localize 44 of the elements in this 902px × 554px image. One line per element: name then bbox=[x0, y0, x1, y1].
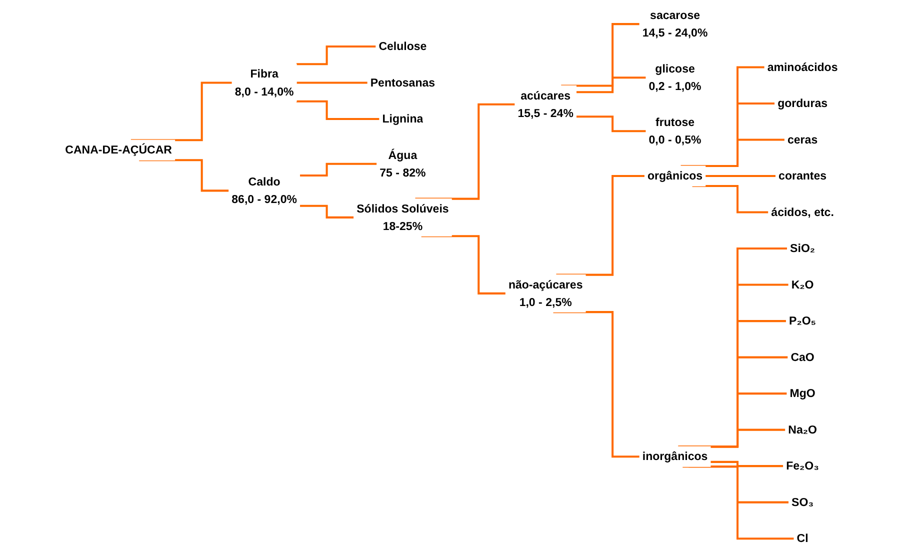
node-text: Fe₂O₃ bbox=[786, 459, 819, 472]
connector bbox=[680, 66, 766, 168]
connector bbox=[414, 103, 516, 200]
connector bbox=[560, 23, 640, 87]
node-text: ácidos, etc. bbox=[770, 206, 834, 219]
node-text: K₂O bbox=[790, 278, 814, 292]
node-text: CaO bbox=[790, 350, 814, 364]
connector bbox=[710, 460, 784, 468]
connector bbox=[552, 311, 640, 458]
node-text: sacarose 14,5 - 24,0% bbox=[642, 8, 708, 39]
node-text: Fibra 8,0 - 14,0% bbox=[234, 68, 294, 98]
node-text: MgO bbox=[789, 386, 815, 400]
node-text: Lignina bbox=[382, 112, 423, 126]
connector bbox=[678, 248, 788, 448]
node-text: gorduras bbox=[777, 96, 828, 110]
node-text: Celulose bbox=[378, 40, 426, 53]
connector bbox=[704, 175, 776, 178]
node-text: P₂O₅ bbox=[788, 314, 816, 328]
node-text: Na₂O bbox=[788, 423, 816, 436]
node-text: SiO₂ bbox=[790, 242, 815, 255]
connector bbox=[682, 466, 795, 540]
node-text: SO₃ bbox=[791, 496, 814, 509]
connector bbox=[678, 284, 790, 448]
node-text: Água 75 - 82% bbox=[379, 148, 426, 179]
node-text: aminoácidos bbox=[766, 60, 838, 74]
node-text: glicose 0,2 - 1,0% bbox=[648, 62, 701, 93]
connector bbox=[130, 82, 233, 142]
connector bbox=[556, 175, 646, 276]
connector bbox=[138, 159, 230, 192]
connector bbox=[576, 116, 647, 132]
node-text: ceras bbox=[787, 133, 818, 146]
node-text: frutose 0,0 - 0,5% bbox=[648, 116, 701, 146]
connector bbox=[296, 46, 377, 66]
node-text: Pentosanas bbox=[370, 76, 435, 90]
node-text: Cl bbox=[796, 532, 808, 545]
node-text: corantes bbox=[778, 169, 826, 182]
connector bbox=[679, 320, 787, 448]
connector bbox=[576, 76, 647, 94]
node-text: Caldo 86,0 - 92,0% bbox=[231, 175, 297, 206]
connector bbox=[299, 162, 378, 177]
connector bbox=[296, 100, 380, 120]
connector bbox=[299, 204, 354, 218]
connector bbox=[420, 235, 506, 294]
connector bbox=[296, 82, 368, 84]
